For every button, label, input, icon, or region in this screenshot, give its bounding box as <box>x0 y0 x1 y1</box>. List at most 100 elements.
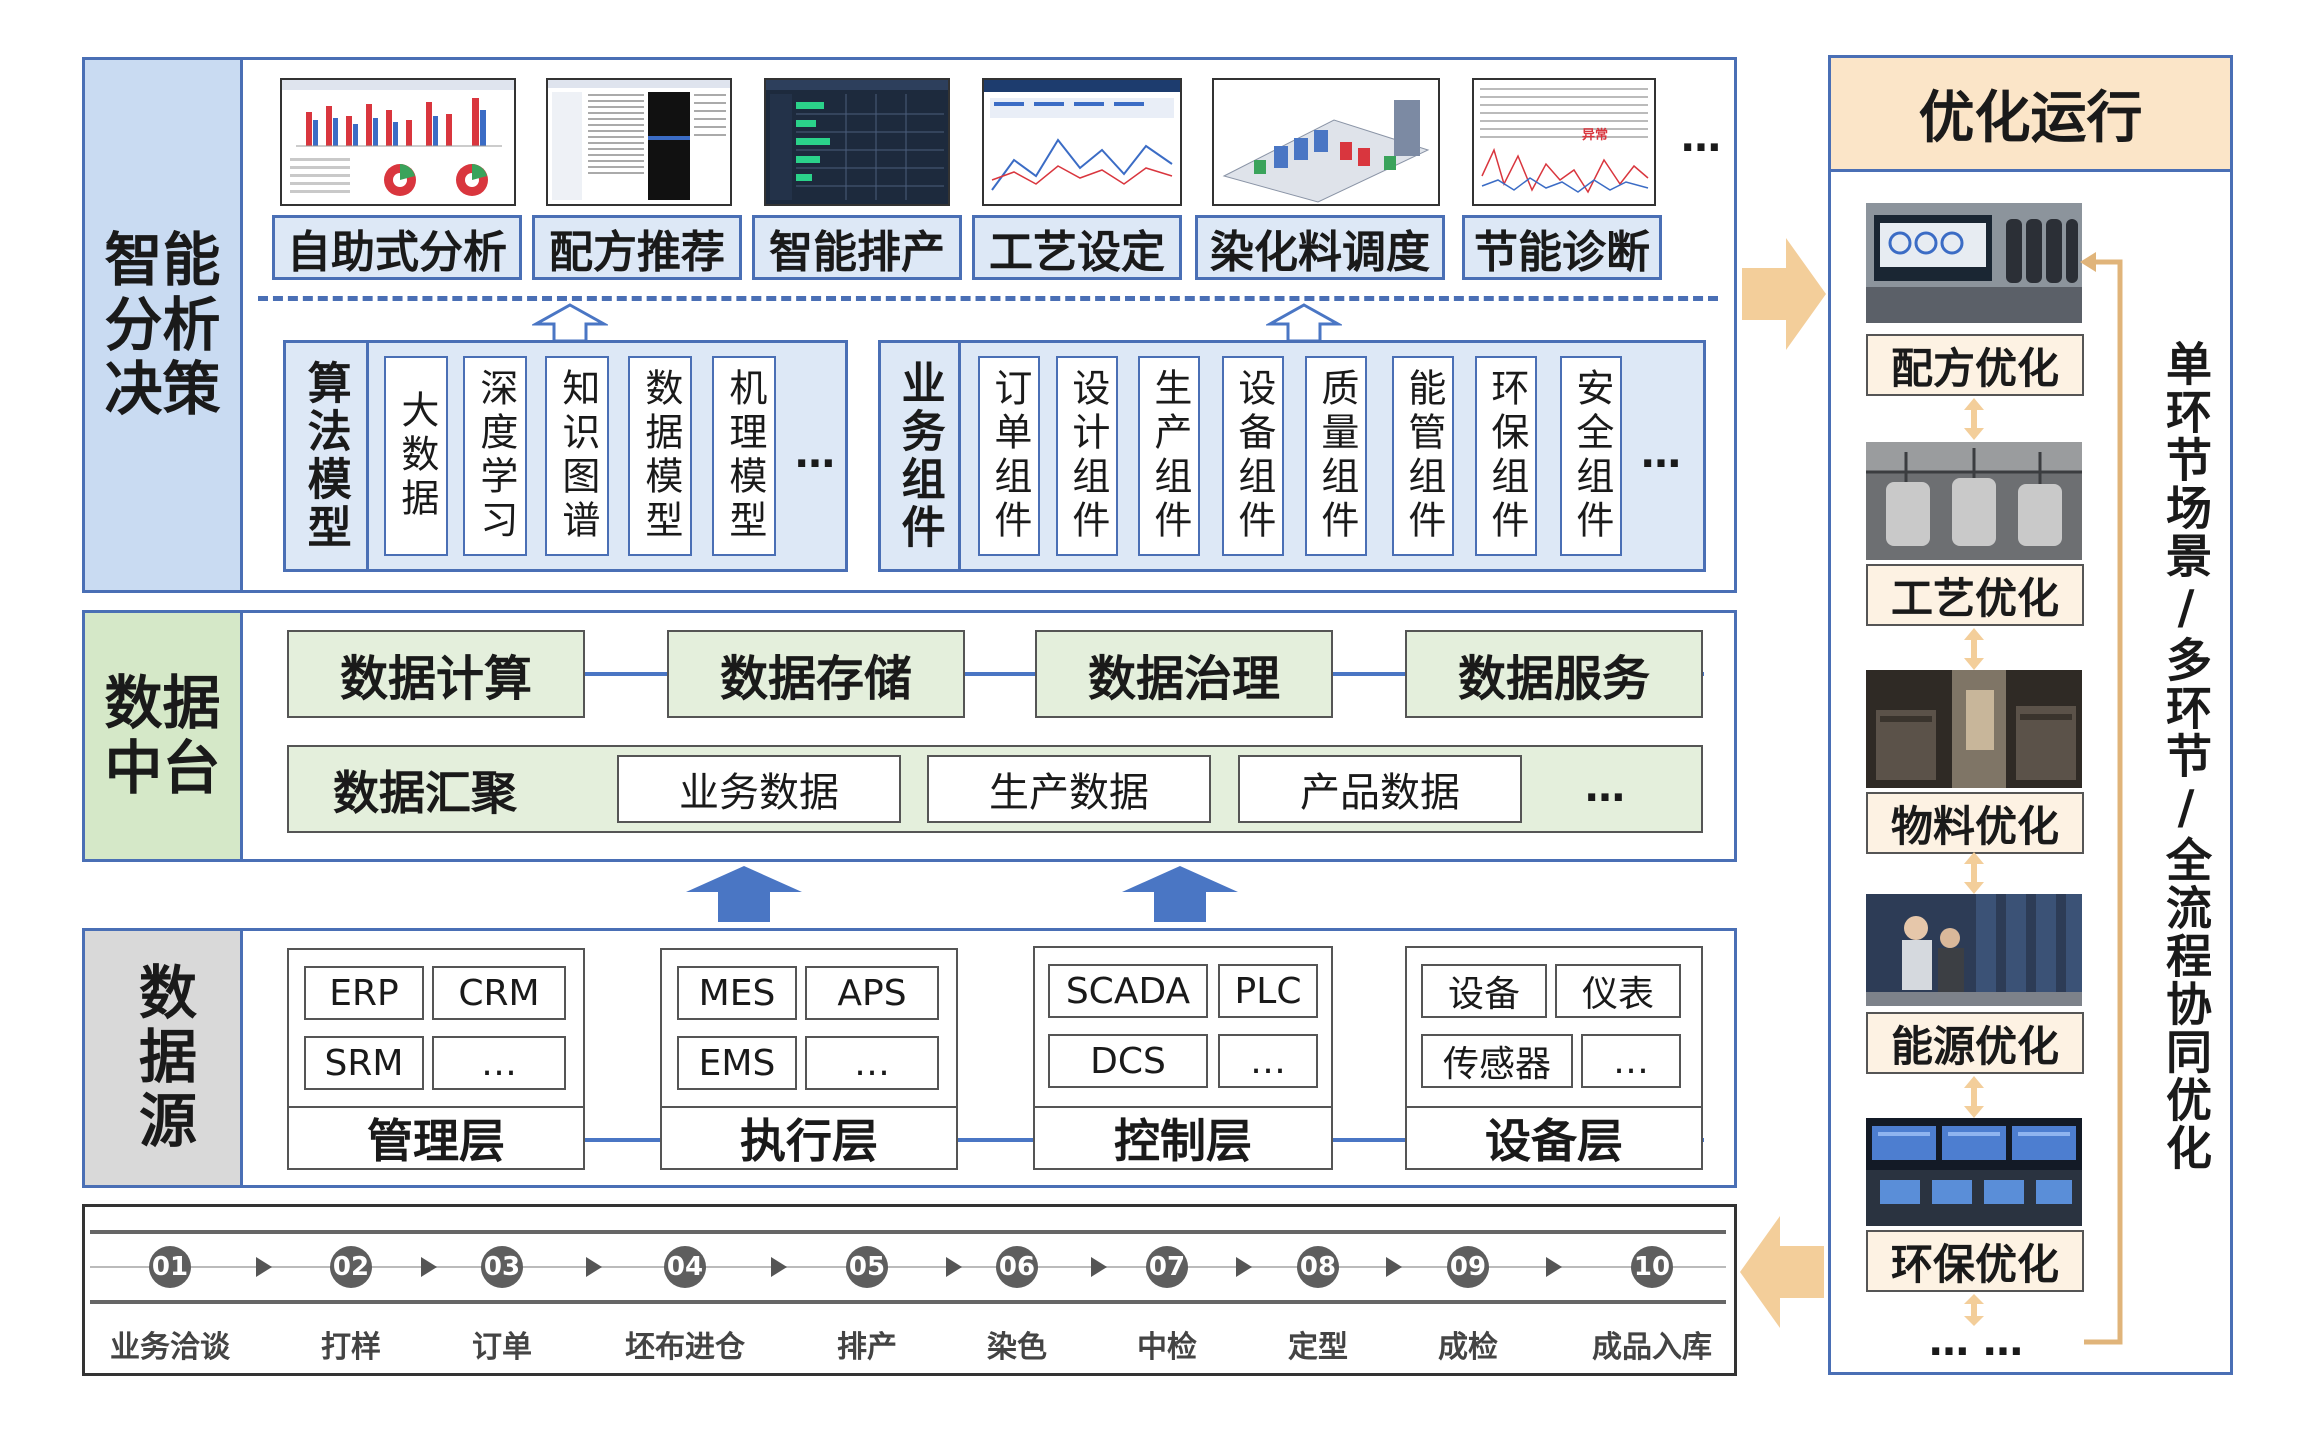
source-plc[interactable]: PLC <box>1218 964 1318 1018</box>
biz-more: … <box>1641 431 1681 477</box>
process-step-num-05: 05 <box>846 1246 888 1288</box>
process-step-label-06: 染色 <box>987 1330 1047 1365</box>
apps-more: … <box>1681 115 1721 161</box>
biz-item-production[interactable]: 生产组件 <box>1138 356 1200 556</box>
opt-link-1 <box>1964 398 1984 440</box>
shot-scheduling <box>764 78 950 206</box>
process-step-label-09: 成检 <box>1438 1330 1498 1365</box>
biz-divider <box>958 343 961 569</box>
process-step-num-06: 06 <box>996 1246 1038 1288</box>
process-step-num-03: 03 <box>481 1246 523 1288</box>
process-arrow-5 <box>946 1257 962 1277</box>
app-process-setting[interactable]: 工艺设定 <box>972 215 1182 280</box>
biz-item-equipment[interactable]: 设备组件 <box>1222 356 1284 556</box>
opt-energy[interactable]: 能源优化 <box>1866 1012 2084 1074</box>
process-step-num-08: 08 <box>1297 1246 1339 1288</box>
data-source-label: 数据源 <box>85 931 243 1185</box>
process-rail-mid <box>90 1266 1726 1268</box>
op-service[interactable]: 数据服务 <box>1405 630 1703 718</box>
biz-item-order[interactable]: 订单组件 <box>978 356 1040 556</box>
optimize-more: … … <box>1929 1319 2023 1365</box>
photo-material-optimize <box>1866 670 2082 788</box>
source-scada[interactable]: SCADA <box>1048 964 1208 1018</box>
app-smart-scheduling[interactable]: 智能排产 <box>752 215 962 280</box>
aggregate-product-data[interactable]: 产品数据 <box>1238 755 1522 823</box>
process-step-num-07: 07 <box>1146 1246 1188 1288</box>
source-instrument[interactable]: 仪表 <box>1555 964 1681 1018</box>
process-rail-top <box>90 1230 1726 1234</box>
app-dye-dispatch[interactable]: 染化料调度 <box>1195 215 1445 280</box>
app-energy-diagnosis[interactable]: 节能诊断 <box>1462 215 1662 280</box>
process-step-label-08: 定型 <box>1288 1330 1348 1365</box>
process-arrow-9 <box>1546 1257 1562 1277</box>
data-platform-label: 数据中台 <box>85 613 243 859</box>
aggregate-business-data[interactable]: 业务数据 <box>617 755 901 823</box>
photo-process-optimize <box>1866 442 2082 560</box>
shot-abnormal-label: 异常 <box>1582 128 1609 143</box>
up-arrow-source-right <box>1122 866 1238 922</box>
process-step-num-09: 09 <box>1447 1246 1489 1288</box>
opt-link-4 <box>1964 1076 1984 1118</box>
algo-divider <box>366 343 369 569</box>
source-management-more: … <box>432 1036 566 1090</box>
aggregate-more: … <box>1585 765 1625 811</box>
opt-recipe[interactable]: 配方优化 <box>1866 334 2084 396</box>
process-arrow-1 <box>256 1257 272 1277</box>
biz-item-quality[interactable]: 质量组件 <box>1305 356 1367 556</box>
opt-material[interactable]: 物料优化 <box>1866 792 2084 854</box>
source-sensor[interactable]: 传感器 <box>1421 1034 1573 1088</box>
algo-item-knowledge-graph[interactable]: 知识图谱 <box>545 356 609 556</box>
shot-self-analysis <box>280 78 516 206</box>
source-ems[interactable]: EMS <box>677 1036 797 1090</box>
source-control-more: … <box>1218 1034 1318 1088</box>
smart-analysis-label: 智能分析决策 <box>85 60 243 590</box>
biz-item-energy[interactable]: 能管组件 <box>1392 356 1454 556</box>
process-step-num-01: 01 <box>149 1246 191 1288</box>
source-aps[interactable]: APS <box>805 966 939 1020</box>
algo-more: … <box>795 431 835 477</box>
app-recipe-recommend[interactable]: 配方推荐 <box>532 215 742 280</box>
source-dcs[interactable]: DCS <box>1048 1034 1208 1088</box>
data-platform-section <box>82 610 1737 862</box>
shot-recipe <box>546 78 732 206</box>
biz-item-design[interactable]: 设计组件 <box>1056 356 1118 556</box>
app-self-analysis[interactable]: 自助式分析 <box>272 215 522 280</box>
opt-process[interactable]: 工艺优化 <box>1866 564 2084 626</box>
algo-item-data-model[interactable]: 数据模型 <box>628 356 692 556</box>
opt-link-2 <box>1964 628 1984 670</box>
source-crm[interactable]: CRM <box>432 966 566 1020</box>
source-execution-footer: 执行层 <box>660 1106 958 1170</box>
photo-energy-optimize <box>1866 894 2082 1006</box>
up-arrow-source-left <box>686 866 802 922</box>
process-step-label-05: 排产 <box>837 1330 897 1365</box>
process-step-label-10: 成品入库 <box>1592 1330 1712 1365</box>
up-arrow-biz <box>1266 303 1342 343</box>
algo-item-mechanism-model[interactable]: 机理模型 <box>712 356 776 556</box>
process-arrow-4 <box>771 1257 787 1277</box>
source-srm[interactable]: SRM <box>304 1036 424 1090</box>
source-equipment[interactable]: 设备 <box>1421 964 1547 1018</box>
photo-env-optimize <box>1866 1118 2082 1226</box>
shot-process <box>982 78 1182 206</box>
op-governance[interactable]: 数据治理 <box>1035 630 1333 718</box>
optimize-header: 优化运行 <box>1831 58 2230 172</box>
process-step-label-02: 打样 <box>321 1330 381 1365</box>
biz-title: 业务组件 <box>893 360 945 552</box>
opt-env[interactable]: 环保优化 <box>1866 1230 2084 1292</box>
op-compute[interactable]: 数据计算 <box>287 630 585 718</box>
source-device-more: … <box>1581 1034 1681 1088</box>
biz-item-env[interactable]: 环保组件 <box>1475 356 1537 556</box>
process-arrow-8 <box>1386 1257 1402 1277</box>
process-step-label-03: 订单 <box>472 1330 532 1365</box>
source-erp[interactable]: ERP <box>304 966 424 1020</box>
source-control-footer: 控制层 <box>1033 1106 1333 1170</box>
algo-item-deep-learning[interactable]: 深度学习 <box>463 356 527 556</box>
op-storage[interactable]: 数据存储 <box>667 630 965 718</box>
process-step-label-04: 坯布进仓 <box>625 1330 745 1365</box>
process-step-num-10: 10 <box>1631 1246 1673 1288</box>
source-mes[interactable]: MES <box>677 966 797 1020</box>
opt-link-5 <box>1964 1294 1984 1326</box>
algo-item-bigdata[interactable]: 大数据 <box>384 356 448 556</box>
aggregate-production-data[interactable]: 生产数据 <box>927 755 1211 823</box>
biz-item-safety[interactable]: 安全组件 <box>1560 356 1622 556</box>
